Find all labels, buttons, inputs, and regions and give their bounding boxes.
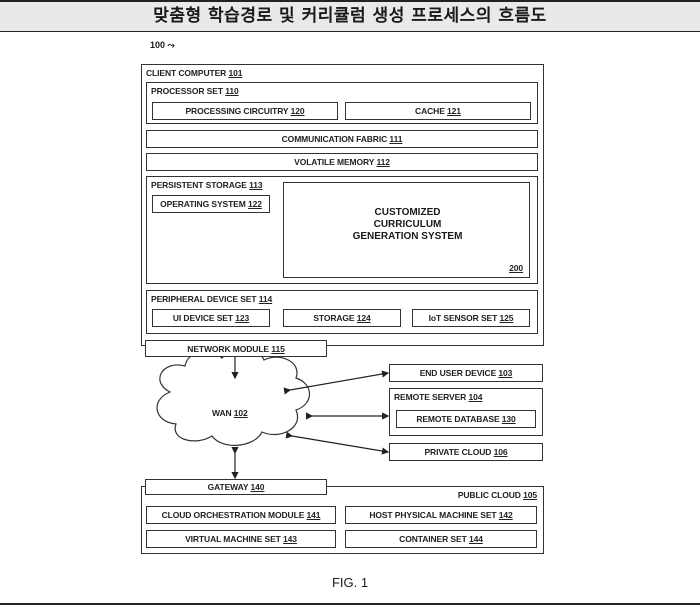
container-set-box: CONTAINER SET 144: [345, 530, 537, 548]
host-physical-machine-set-box: HOST PHYSICAL MACHINE SET 142: [345, 506, 537, 524]
hook-arrow-icon: ⤳: [167, 40, 175, 50]
remote-database-box: REMOTE DATABASE 130: [396, 410, 536, 428]
remote-server-label: REMOTE SERVER 104: [394, 392, 483, 402]
peripheral-device-set-label: PERIPHERAL DEVICE SET 114: [151, 294, 273, 304]
ccgs-box: CUSTOMIZED CURRICULUM GENERATION SYSTEM …: [283, 182, 530, 278]
wan-label: WAN 102: [212, 408, 248, 418]
public-cloud-label: PUBLIC CLOUD 105: [457, 490, 537, 500]
ui-device-set-box: UI DEVICE SET 123: [152, 309, 270, 327]
cloud-orchestration-module-box: CLOUD ORCHESTRATION MODULE 141: [146, 506, 336, 524]
reference-100: 100 ⤳: [150, 40, 175, 50]
wan-cloud-icon: [156, 347, 311, 446]
private-cloud-box: PRIVATE CLOUD 106: [389, 443, 543, 461]
virtual-machine-set-box: VIRTUAL MACHINE SET 143: [146, 530, 336, 548]
gateway-box: GATEWAY 140: [145, 479, 327, 495]
volatile-memory-box: VOLATILE MEMORY 112: [146, 153, 538, 171]
end-user-device-box: END USER DEVICE 103: [389, 364, 543, 382]
operating-system-box: OPERATING SYSTEM 122: [152, 195, 270, 213]
page-title: 맞춤형 학습경로 및 커리큘럼 생성 프로세스의 흐름도: [0, 0, 700, 32]
cache-box: CACHE 121: [345, 102, 531, 120]
client-computer-label: CLIENT COMPUTER 101: [146, 68, 243, 78]
processing-circuitry-box: PROCESSING CIRCUITRY 120: [152, 102, 338, 120]
figure-caption: FIG. 1: [331, 575, 369, 590]
iot-sensor-set-box: IoT SENSOR SET 125: [412, 309, 530, 327]
communication-fabric-box: COMMUNICATION FABRIC 111: [146, 130, 538, 148]
ccgs-number: 200: [509, 263, 523, 273]
ccgs-title: CUSTOMIZED CURRICULUM GENERATION SYSTEM: [352, 207, 463, 242]
persistent-storage-label: PERSISTENT STORAGE 113: [151, 180, 263, 190]
storage-box: STORAGE 124: [283, 309, 401, 327]
processor-set-label: PROCESSOR SET 110: [151, 86, 239, 96]
network-module-box: NETWORK MODULE 115: [145, 340, 327, 357]
bottom-divider: [0, 603, 700, 605]
